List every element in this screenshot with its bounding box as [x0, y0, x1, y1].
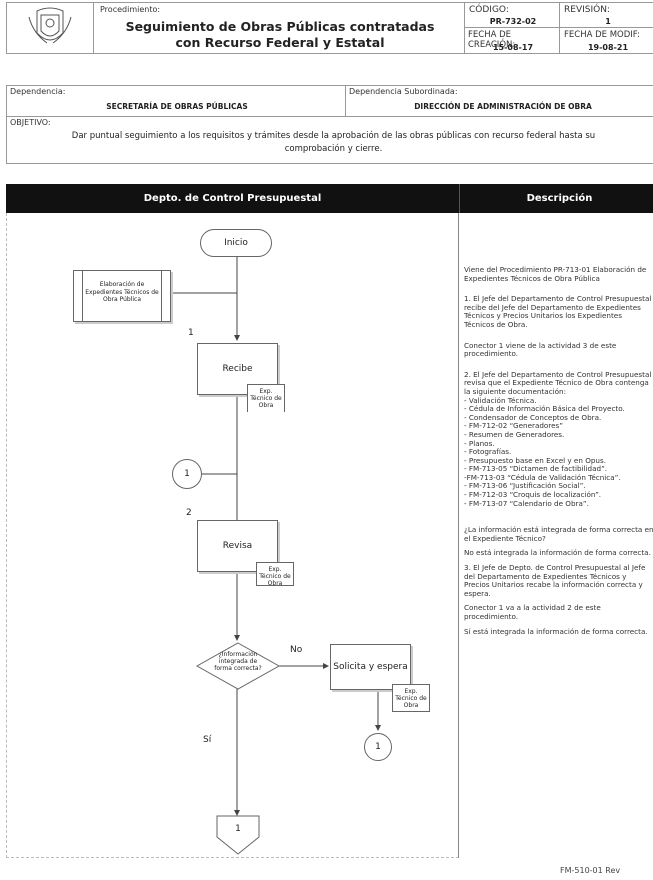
fecha-creacion-label: FECHA DE CREACIÓN: — [468, 30, 516, 50]
external-procedure-label: Elaboración de Expedientes Técnicos de O… — [85, 281, 159, 303]
desc-item: - Presupuesto base en Excel y en Opus. — [464, 455, 606, 465]
desc-p6: No está integrada la información de form… — [464, 548, 651, 558]
desc-p9: Sí está integrada la información de form… — [464, 626, 648, 636]
subordinada-label: Dependencia Subordinada: — [349, 87, 458, 96]
doc1-exp-tecnico: Exp. Técnico de Obra — [247, 384, 285, 412]
objetivo-line1: Dar puntual seguimiento a los requisitos… — [71, 131, 596, 141]
step3-solicita-box: Solicita y espera — [330, 644, 411, 690]
decision-label: ¿Información integrada de forma correcta… — [214, 651, 262, 672]
offpage-label: 1 — [235, 824, 241, 834]
decision-no-label: No — [290, 645, 303, 655]
desc-item: - Fotografías. — [464, 447, 512, 457]
doc3-label: Exp. Técnico de Obra — [395, 688, 427, 709]
offpage-connector — [216, 815, 260, 855]
objetivo-line2: comprobación y cierre. — [284, 144, 383, 154]
desc-item: - Condensador de Conceptos de Obra. — [464, 412, 602, 422]
desc-p8: Conector 1 va a la actividad 2 de este p… — [464, 603, 601, 621]
connector1-label: 1 — [184, 469, 190, 479]
coat-of-arms-logo — [28, 7, 72, 44]
procedimiento-label: Procedimiento: — [100, 5, 161, 14]
desc-p7: 3. El Jefe de Depto. de Control Presupue… — [464, 563, 646, 598]
doc1-label: Exp. Técnico de Obra — [250, 388, 282, 409]
step1-number: 1 — [188, 328, 194, 338]
desc-items: - Validación Técnica. - Cédula de Inform… — [464, 395, 653, 509]
connector2-circle: 1 — [364, 733, 392, 761]
fecha-modif-label: FECHA DE MODIF: — [564, 30, 640, 40]
document-title-line2: con Recurso Federal y Estatal — [175, 35, 385, 50]
desc-item: -FM-713-03 “Cédula de Validación Técnica… — [464, 472, 621, 482]
subordinada-value: DIRECCIÓN DE ADMINISTRACIÓN DE OBRA — [414, 102, 592, 111]
connector2-label: 1 — [375, 742, 381, 752]
objetivo-label: OBJETIVO: — [10, 118, 51, 127]
desc-item: - FM-712-03 “Croquis de localización”. — [464, 490, 602, 500]
doc3-exp-tecnico: Exp. Técnico de Obra — [392, 684, 430, 712]
dependencia-label: Dependencia: — [10, 87, 66, 96]
step2-label: Revisa — [222, 541, 253, 551]
revision-value: 1 — [605, 17, 611, 26]
decision-si-label: Sí — [203, 735, 212, 745]
inicio-terminator: Inicio — [200, 229, 272, 257]
desc-item: - Resumen de Generadores. — [464, 429, 565, 439]
step3-label: Solicita y espera — [333, 662, 408, 672]
codigo-value: PR-732-02 — [489, 17, 537, 26]
header-title-box: Procedimiento: Seguimiento de Obras Públ… — [93, 2, 465, 54]
desc-item: - FM-712-02 “Generadores” — [464, 421, 563, 431]
desc-p4: 2. El Jefe del Departamento de Control P… — [464, 369, 652, 396]
fecha-modif-cell: FECHA DE MODIF: 19-08-21 — [559, 27, 653, 54]
decision-diamond — [196, 642, 280, 690]
desc-item: - FM-713-05 “Dictamen de factibilidad”. — [464, 464, 608, 474]
footer-form-code: FM-510-01 Rev — [560, 866, 621, 875]
desc-p3: Conector 1 viene de la actividad 3 de es… — [464, 340, 617, 359]
fecha-modif-value: 19-08-21 — [587, 43, 629, 52]
external-procedure-box: Elaboración de Expedientes Técnicos de O… — [73, 270, 171, 322]
desc-p1: Viene del Procedimiento PR-713-01 Elabor… — [464, 265, 647, 283]
revision-label: REVISIÓN: — [564, 5, 610, 15]
step1-label: Recibe — [222, 364, 253, 374]
codigo-label: CÓDIGO: — [469, 5, 509, 15]
fecha-creacion-value: 15-08-17 — [492, 43, 534, 52]
lane-header-control-presupuestal: Depto. de Control Presupuestal — [6, 184, 459, 213]
desc-item: - FM-713-07 “Calendario de Obra”. — [464, 498, 589, 508]
doc2-exp-tecnico: Exp. Técnico de Obra — [256, 562, 294, 587]
desc-item: - Validación Técnica. — [464, 395, 537, 405]
desc-item: - FM-713-06 “Justificación Social”. — [464, 481, 586, 491]
connector1-circle: 1 — [172, 459, 202, 489]
description-lane — [458, 213, 653, 858]
lane-header-descripcion: Descripción — [459, 184, 653, 213]
desc-p2: 1. El Jefe del Departamento de Control P… — [464, 294, 652, 329]
dependencia-value: SECRETARÍA DE OBRAS PÚBLICAS — [106, 102, 248, 111]
desc-p5: ¿La información está integrada de forma … — [464, 525, 653, 543]
desc-item: - Cédula de Información Básica del Proye… — [464, 404, 625, 414]
step2-number: 2 — [186, 508, 192, 518]
desc-item: - Planos. — [464, 438, 495, 448]
external-procedure-frame — [82, 271, 162, 321]
document-title-line1: Seguimiento de Obras Públicas contratada… — [125, 19, 435, 34]
doc2-label: Exp. Técnico de Obra — [259, 566, 291, 587]
inicio-label: Inicio — [224, 238, 248, 248]
description-text: Viene del Procedimiento PR-713-01 Elabor… — [464, 265, 653, 642]
objetivo-cell: OBJETIVO: Dar puntual seguimiento a los … — [6, 116, 653, 164]
